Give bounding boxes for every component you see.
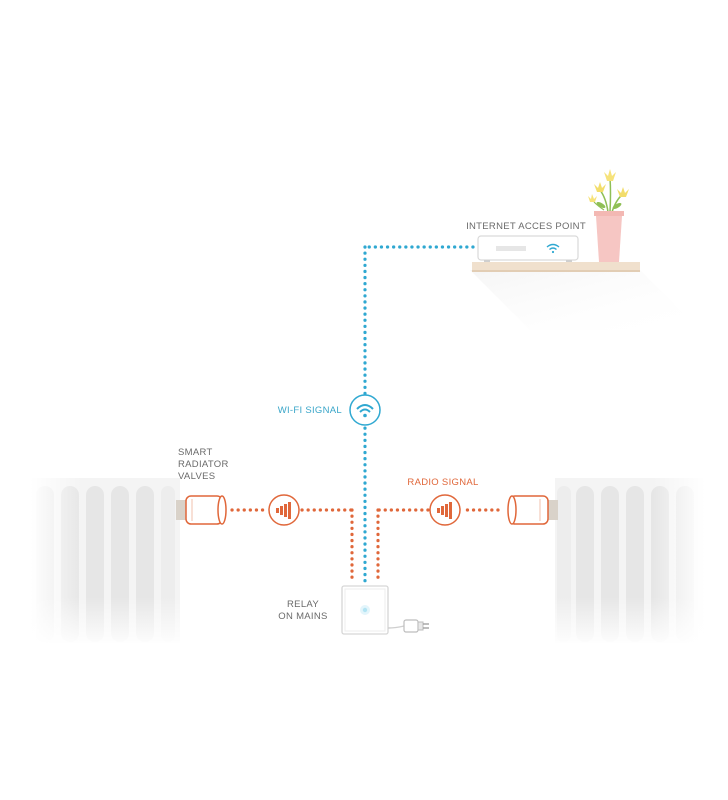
radio-signal-label: RADIO SIGNAL: [407, 477, 478, 488]
flower: [588, 194, 597, 202]
mains-plug-icon: [387, 619, 429, 633]
radio-signal-icon: [268, 494, 300, 526]
wifi-signal-label: WI-FI SIGNAL: [278, 405, 342, 416]
right-radiator-valve: [507, 495, 558, 525]
flower: [604, 169, 616, 181]
wifi-icon: [349, 394, 381, 426]
wall-shelf: [472, 262, 640, 272]
smart-radiator-valves-label: SMART RADIATOR VALVES: [178, 447, 229, 482]
internet-router: [477, 235, 579, 262]
relay-label-line2: ON MAINS: [278, 611, 327, 622]
valves-label-line1: SMART: [178, 447, 213, 458]
relay-label-line1: RELAY: [287, 599, 319, 610]
internet-access-point-label: INTERNET ACCES POINT: [466, 221, 586, 232]
wifi-signal-path: [363, 245, 475, 585]
valves-label-line3: VALVES: [178, 471, 215, 482]
left-radiator: [30, 478, 180, 648]
radio-signal-path-left: [230, 508, 354, 585]
shelf-shadow: [470, 270, 700, 330]
valves-label-line2: RADIATOR: [178, 459, 229, 470]
relay-box: [341, 585, 389, 635]
radio-signal-icon: [429, 494, 461, 526]
relay-label: RELAY ON MAINS: [278, 599, 327, 622]
router-wifi-icon: [546, 243, 560, 254]
left-radiator-valve: [176, 495, 227, 525]
flower-pot: [588, 169, 629, 262]
flower: [594, 182, 606, 192]
right-radiator: [555, 478, 705, 648]
flower: [617, 187, 629, 197]
radio-signal-path-right: [376, 508, 500, 585]
